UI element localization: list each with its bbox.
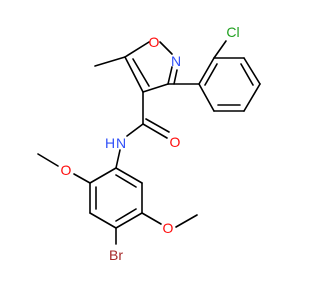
- atom-O-methoxy-lower: O: [163, 220, 174, 236]
- bond-O-N: [159, 41, 173, 55]
- atom-N-ring: N: [171, 53, 181, 69]
- bond-N-aryl: [115, 149, 121, 169]
- bond-OMe-upper-C: [37, 153, 59, 167]
- molecule-structure: O N Cl O H N O O Br: [37, 24, 261, 263]
- atom-N-amide: N: [116, 135, 126, 151]
- bond-C4-C5-double: [132, 58, 150, 87]
- bond-br3: [89, 212, 117, 229]
- bond-ar3: [243, 57, 261, 85]
- bond-br6-inner: [115, 174, 137, 188]
- atom-Cl: Cl: [226, 24, 239, 40]
- bond-C-O-double: [145, 118, 170, 133]
- bond-ar6: [198, 83, 215, 112]
- atom-O-carbonyl: O: [170, 134, 181, 150]
- bond-C-OMe-upper: [73, 173, 91, 184]
- bond-ar1-inner: [204, 63, 218, 86]
- bond-br6: [115, 167, 143, 184]
- bond-ar3-inner: [240, 63, 254, 86]
- bond-br4-inner: [115, 208, 137, 222]
- bond-ar1: [198, 57, 215, 85]
- bond-C4-C5: [124, 56, 144, 93]
- bond-C5-methyl: [94, 56, 126, 67]
- atom-Br: Br: [109, 247, 123, 263]
- bond-C-Cl: [213, 40, 227, 59]
- molecule-canvas: O N Cl O H N O O Br: [37, 24, 261, 263]
- atom-H-amide: H: [105, 135, 115, 151]
- bond-C-OMe-lower: [141, 212, 162, 225]
- bond-br4: [115, 212, 143, 229]
- bond-OMe-lower-C: [175, 214, 198, 228]
- bond-br1: [89, 167, 117, 184]
- atom-O-methoxy-upper: O: [61, 162, 72, 178]
- bond-C-N: [126, 123, 144, 137]
- atom-O-ring: O: [149, 34, 160, 50]
- bond-ar4: [243, 83, 261, 112]
- bond-C-O: [142, 123, 168, 139]
- bond-O-C5: [124, 41, 150, 58]
- bond-N-C3-double: [173, 69, 178, 85]
- bond-N-C3: [167, 66, 173, 85]
- bond-C3-C4: [142, 83, 169, 93]
